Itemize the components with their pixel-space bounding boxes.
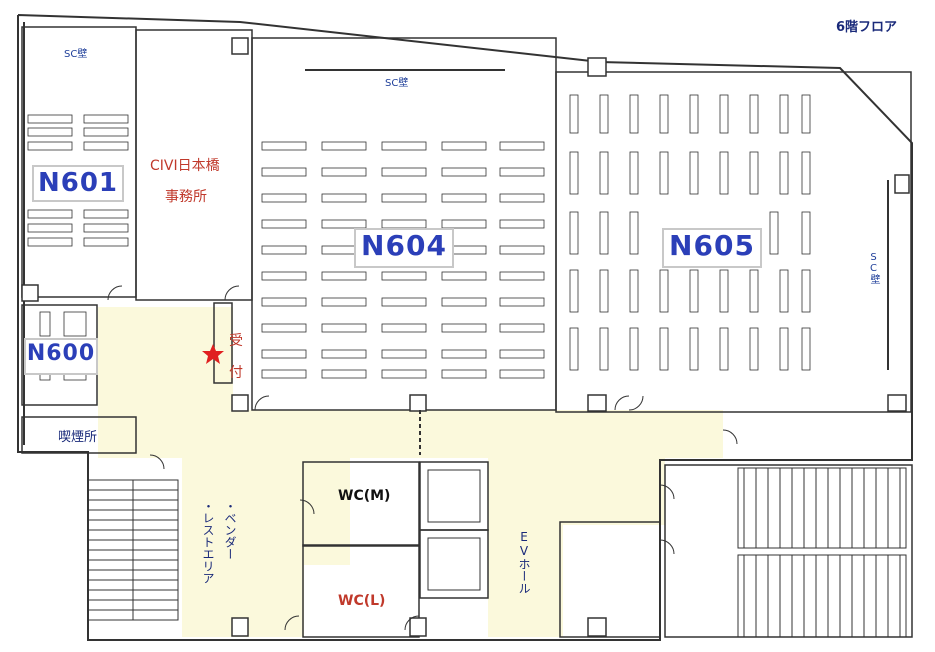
- room-label-n600: N600: [24, 338, 98, 375]
- vendor-label-line1: ・ベンダー: [223, 500, 237, 560]
- reception-label-1: 受: [229, 333, 243, 349]
- elevator-shafts: [427, 469, 481, 591]
- vendor-label-line2: ・レストエリア: [201, 500, 215, 584]
- sc-wall-label-n601: SC壁: [64, 49, 88, 60]
- stairs-right: [737, 467, 907, 638]
- office-label-line1: CIVI日本橋: [150, 158, 220, 174]
- room-label-n604: N604: [354, 228, 454, 268]
- wc-m-label: WC(M): [338, 488, 391, 504]
- room-label-n601: N601: [32, 165, 124, 202]
- office-label-line2: 事務所: [165, 189, 207, 205]
- stairs-left: [87, 479, 179, 621]
- ev-hall-label: EVホール: [517, 530, 531, 594]
- columns: [21, 37, 910, 637]
- smoking-area-label: 喫煙所: [58, 430, 98, 445]
- reception-label-2: 付: [229, 365, 243, 381]
- room-label-n605: N605: [662, 228, 762, 268]
- reception-star-icon: [202, 344, 224, 364]
- desks-n604: [261, 141, 545, 379]
- sc-wall-lines: [305, 69, 889, 370]
- desks-n601: [27, 114, 129, 247]
- sc-wall-label-n605: SC壁: [868, 252, 879, 284]
- corridor-area: [98, 307, 723, 637]
- sc-wall-label-n604: SC壁: [385, 78, 409, 89]
- room-walls: [21, 26, 913, 638]
- desks-n605: [569, 94, 811, 371]
- wc-l-label: WC(L): [338, 593, 386, 609]
- doors: [107, 285, 738, 631]
- floor-title: 6階フロア: [836, 20, 898, 35]
